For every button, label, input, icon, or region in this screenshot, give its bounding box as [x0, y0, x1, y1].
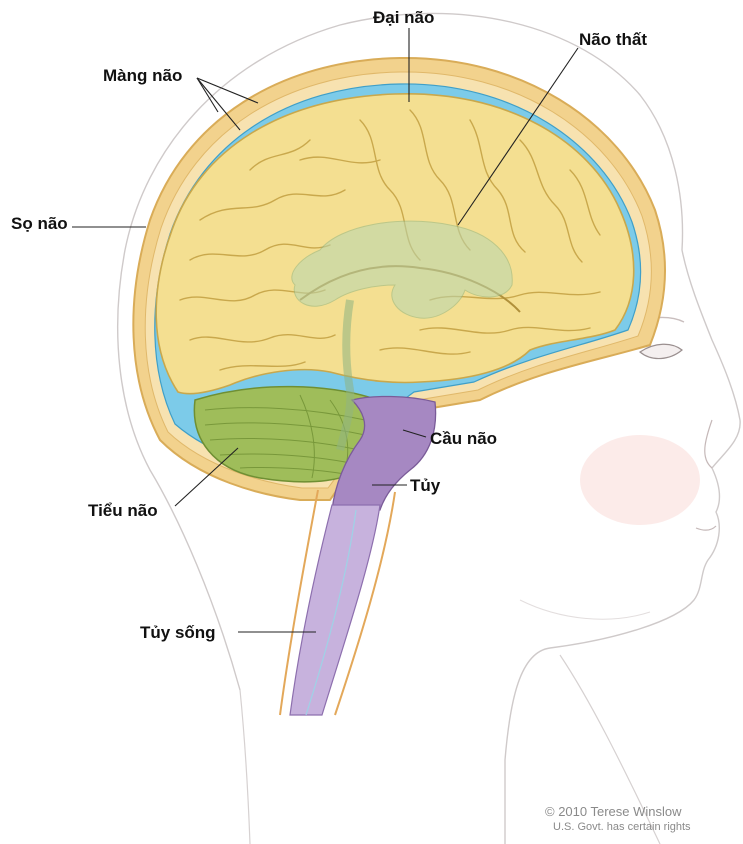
spinal-canal-outer: [279, 489, 319, 716]
label-medulla: Tủy: [410, 476, 441, 495]
mouth: [695, 525, 717, 531]
label-cerebrum: Đại não: [373, 8, 435, 27]
leader-lines: [72, 28, 579, 633]
neck-back: [239, 689, 251, 844]
label-spinal-cord: Tủy sống: [140, 623, 216, 642]
label-ventricle: Não thất: [579, 30, 647, 49]
cerebrum-gyri: [179, 109, 601, 371]
credit-line-1: © 2010 Terese Winslow: [545, 804, 682, 819]
spinal-cord-center: [305, 509, 357, 716]
eye: [638, 343, 683, 360]
label-cerebellum: Tiểu não: [88, 501, 158, 520]
neck-front: [559, 654, 661, 844]
nose: [704, 419, 713, 469]
jaw-line: [519, 599, 651, 620]
cheek-blush: [580, 435, 700, 525]
spinal-canal-outer-2: [334, 491, 396, 716]
label-pons: Cầu não: [430, 429, 498, 448]
label-meninges: Màng não: [103, 66, 183, 85]
brainstem-shape: [331, 395, 437, 511]
spinal-cord-shape: [289, 504, 381, 716]
ventricles: [291, 220, 513, 451]
label-skull: Sọ não: [11, 214, 68, 233]
credit-line-2: U.S. Govt. has certain rights: [553, 821, 691, 833]
head-outline: [117, 12, 741, 844]
